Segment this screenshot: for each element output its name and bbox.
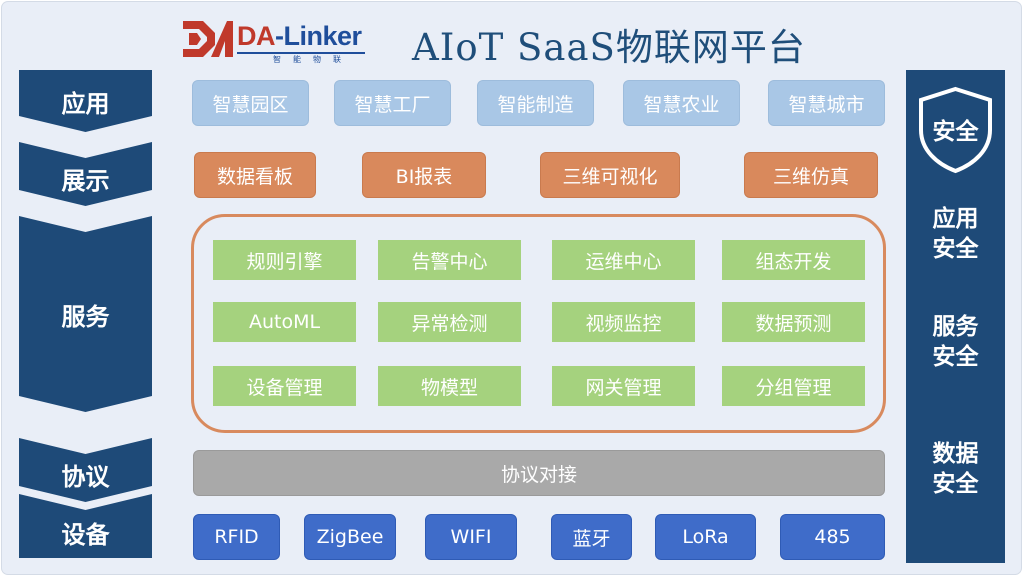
logo-mark-icon [183, 21, 233, 57]
device-item: ZigBee [304, 514, 396, 560]
service-item: AutoML [213, 302, 356, 342]
security-badge-label: 安全 [932, 119, 979, 145]
display-item: BI报表 [362, 152, 486, 198]
security-item-line: 安全 [932, 236, 979, 262]
da-linker-logo: DA-Linker 智能物联 [183, 19, 368, 65]
security-item-line: 数据 [932, 441, 979, 467]
display-item: 数据看板 [194, 152, 316, 198]
layer-device-label: 设备 [61, 520, 110, 549]
service-item: 视频监控 [552, 302, 695, 342]
app-item: 智慧园区 [192, 80, 309, 126]
device-item: LoRa [655, 514, 756, 560]
shield-icon [919, 86, 992, 174]
service-item: 组态开发 [722, 240, 865, 280]
layer-protocol-label: 协议 [61, 462, 110, 491]
service-item: 告警中心 [378, 240, 521, 280]
logo-subtitle: 智能物联 [273, 55, 353, 64]
security-item-application: 应用 安全 [906, 204, 1005, 264]
protocol-item: 协议对接 [193, 450, 885, 496]
device-item: WIFI [425, 514, 517, 560]
app-item: 智慧农业 [623, 80, 740, 126]
layer-service-label: 服务 [61, 302, 110, 331]
display-item: 三维仿真 [744, 152, 878, 198]
app-item: 智慧城市 [768, 80, 885, 126]
layer-service: 服务 [19, 216, 152, 412]
logo-brand-text: DA-Linker [237, 21, 362, 52]
logo-brand-part: DA [237, 21, 276, 51]
app-item: 智能制造 [477, 80, 594, 126]
service-item: 数据预测 [722, 302, 865, 342]
display-item: 三维可视化 [540, 152, 680, 198]
security-item-line: 服务 [932, 314, 979, 340]
page-title: AIoT SaaS物联网平台 [412, 26, 806, 69]
service-item: 设备管理 [213, 366, 356, 406]
logo-brand-part: -Linker [275, 21, 362, 51]
layer-display-label: 展示 [61, 166, 110, 195]
service-item: 分组管理 [722, 366, 865, 406]
security-item-line: 安全 [932, 471, 979, 497]
security-item-service: 服务 安全 [906, 312, 1005, 372]
device-item: 蓝牙 [551, 514, 632, 560]
security-item-data: 数据 安全 [906, 439, 1005, 499]
app-item: 智慧工厂 [334, 80, 451, 126]
service-item: 网关管理 [552, 366, 695, 406]
service-item: 物模型 [378, 366, 521, 406]
service-item: 异常检测 [378, 302, 521, 342]
logo-underline [237, 52, 365, 54]
security-item-line: 安全 [932, 344, 979, 370]
security-column: 安全 应用 安全 服务 安全 数据 安全 [906, 70, 1005, 563]
security-item-line: 应用 [932, 206, 979, 232]
service-item: 运维中心 [552, 240, 695, 280]
device-item: 485 [780, 514, 885, 560]
layer-application-label: 应用 [61, 89, 110, 118]
service-item: 规则引擎 [213, 240, 356, 280]
device-item: RFID [193, 514, 280, 560]
